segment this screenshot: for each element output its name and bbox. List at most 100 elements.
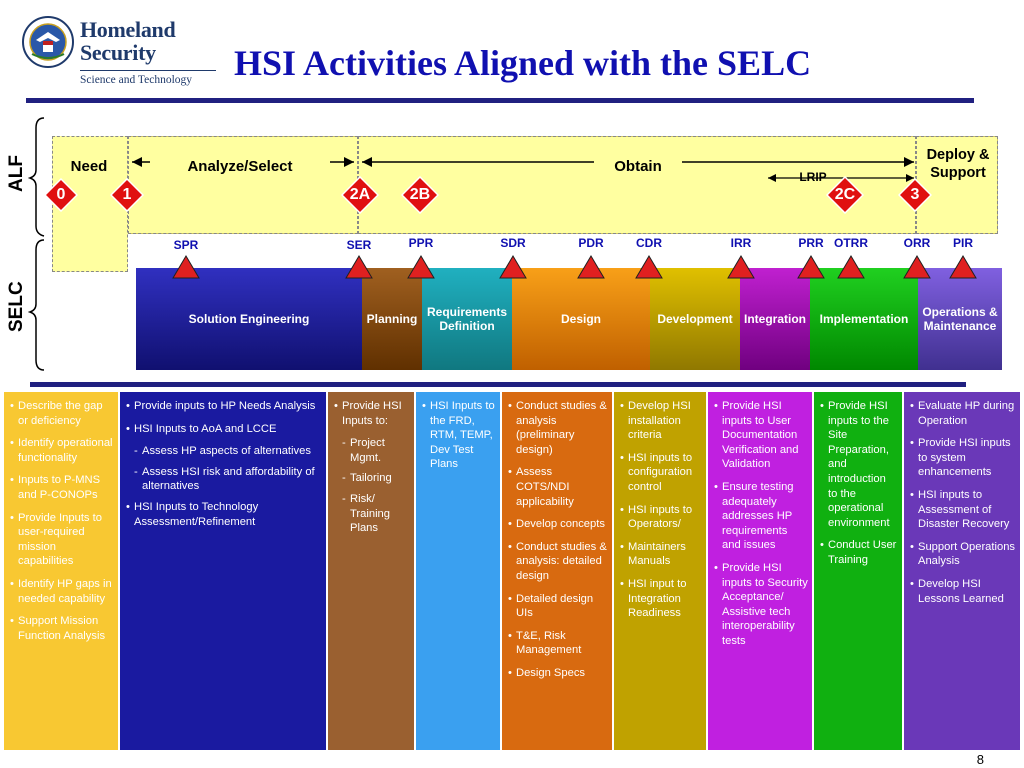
- diamond-icon: [897, 177, 933, 213]
- phase-integration: Integration: [740, 268, 810, 370]
- logo-divider: [80, 70, 216, 71]
- diamond-icon: [340, 175, 380, 215]
- title-divider: [26, 98, 974, 103]
- review-ppr: PPR: [398, 236, 444, 285]
- hsi-column-development: Develop HSI installation criteriaHSI inp…: [614, 392, 706, 750]
- activity-item: Provide HSI inputs to system enhancement…: [910, 436, 1016, 480]
- hsi-column-planning: Provide HSI Inputs to:Project Mgmt.Tailo…: [328, 392, 414, 750]
- hsi-column-need: Describe the gap or deficiencyIdentify o…: [4, 392, 118, 750]
- activity-item: Inputs to P-MNS and P-CONOPs: [10, 473, 114, 502]
- diamond-icon: [43, 177, 79, 213]
- logo-line-1: Homeland: [80, 17, 176, 42]
- activity-item: Evaluate HP during Operation: [910, 399, 1016, 428]
- activity-item: Describe the gap or deficiency: [10, 399, 114, 428]
- analyze-column: [128, 136, 358, 234]
- triangle-icon: [797, 255, 825, 279]
- hsi-column-operations: Evaluate HP during OperationProvide HSI …: [904, 392, 1020, 750]
- alf-selc-diagram: ALF SELC Need Analyze/Select Obtain Depl…: [0, 110, 1024, 380]
- review-otrr: OTRR: [828, 236, 874, 285]
- review-ser: SER: [336, 238, 382, 285]
- activity-item: Project Mgmt.: [334, 436, 410, 465]
- activity-item: Develop HSI installation criteria: [620, 399, 702, 443]
- activity-item: Conduct studies & analysis: detailed des…: [508, 540, 608, 584]
- review-ppr-label: PPR: [408, 236, 434, 250]
- phase-implementation: Implementation: [810, 268, 918, 370]
- review-pir-label: PIR: [952, 236, 973, 250]
- activity-item: Assess HP aspects of alternatives: [126, 444, 322, 459]
- section-divider: [30, 382, 966, 387]
- review-prr: PRR: [788, 236, 834, 285]
- review-sdr-label: SDR: [500, 236, 526, 250]
- activity-item: Conduct studies & analysis (preliminary …: [508, 399, 608, 457]
- activity-item: T&E, Risk Management: [508, 629, 608, 658]
- review-orr-label: ORR: [903, 236, 931, 250]
- review-orr: ORR: [894, 236, 940, 285]
- activity-item: HSI inputs to Assessment of Disaster Rec…: [910, 488, 1016, 532]
- activity-item: Provide HSI inputs to User Documentation…: [714, 399, 808, 472]
- activity-item: Provide inputs to HP Needs Analysis: [126, 399, 322, 414]
- activity-item: Identify HP gaps in needed capability: [10, 577, 114, 606]
- triangle-icon: [727, 255, 755, 279]
- activity-item: Identify operational functionality: [10, 436, 114, 465]
- milestone-1-label: 1: [122, 186, 132, 203]
- review-ser-label: SER: [346, 238, 372, 252]
- activity-item: Assess HSI risk and affordability of alt…: [126, 465, 322, 494]
- hsi-column-implementation: Provide HSI inputs to the Site Preparati…: [814, 392, 902, 750]
- triangle-icon: [407, 255, 435, 279]
- dhs-logo: Homeland Security Science and Technology: [22, 14, 216, 94]
- activity-item: HSI Inputs to the FRD, RTM, TEMP, Dev Te…: [422, 399, 496, 472]
- milestone-1: 1: [109, 177, 145, 213]
- triangle-icon: [577, 255, 605, 279]
- review-spr-label: SPR: [173, 238, 199, 252]
- activity-item: HSI input to Integration Readiness: [620, 577, 702, 621]
- milestone-2a-label: 2A: [349, 186, 371, 203]
- milestone-0-label: 0: [56, 186, 66, 203]
- diamond-icon: [825, 175, 865, 215]
- hsi-column-analyze: Provide inputs to HP Needs AnalysisHSI I…: [120, 392, 326, 750]
- activity-item: Provide Inputs to user-required mission …: [10, 511, 114, 569]
- hsi-column-integration: Provide HSI inputs to User Documentation…: [708, 392, 812, 750]
- alf-deploy-label: Deploy & Support: [926, 147, 990, 181]
- activity-item: Ensure testing adequately addresses HP r…: [714, 480, 808, 553]
- alf-analyze-label: Analyze/Select: [150, 158, 330, 175]
- activity-item: Risk/ Training Plans: [334, 492, 410, 536]
- phase-operations-maintenance: Operations & Maintenance: [918, 268, 1002, 370]
- alf-obtain-label: Obtain: [594, 158, 682, 175]
- milestone-2b: 2B: [400, 175, 440, 215]
- review-cdr: CDR: [626, 236, 672, 285]
- milestone-2a: 2A: [340, 175, 380, 215]
- review-cdr-label: CDR: [636, 236, 662, 250]
- review-otrr-label: OTRR: [834, 236, 868, 250]
- review-pir: PIR: [940, 236, 986, 285]
- hsi-column-requirements: HSI Inputs to the FRD, RTM, TEMP, Dev Te…: [416, 392, 500, 750]
- activity-item: Support Operations Analysis: [910, 540, 1016, 569]
- review-pdr: PDR: [568, 236, 614, 285]
- diamond-icon: [109, 177, 145, 213]
- diamond-icon: [400, 175, 440, 215]
- review-prr-label: PRR: [798, 236, 824, 250]
- activity-item: Maintainers Manuals: [620, 540, 702, 569]
- milestone-2b-label: 2B: [409, 186, 431, 203]
- phase-solution-engineering: Solution Engineering: [136, 268, 362, 370]
- phase-design: Design: [512, 268, 650, 370]
- activity-item: Develop HSI Lessons Learned: [910, 577, 1016, 606]
- need-column: [52, 136, 128, 272]
- side-bracket-icon: [28, 117, 45, 371]
- dhs-seal-icon: [22, 16, 74, 68]
- phase-planning: Planning: [362, 268, 422, 370]
- activity-item: Conduct User Training: [820, 538, 898, 567]
- logo-line-2: Security: [80, 40, 156, 65]
- activity-item: Provide HSI Inputs to:: [334, 399, 410, 428]
- selc-label: SELC: [6, 281, 27, 332]
- alf-label: ALF: [6, 155, 27, 192]
- activity-item: HSI Inputs to AoA and LCCE: [126, 422, 322, 437]
- alf-need-label: Need: [70, 158, 108, 175]
- activity-item: Provide HSI inputs to Security Acceptanc…: [714, 561, 808, 649]
- triangle-icon: [903, 255, 931, 279]
- lrip-label: LRIP: [799, 170, 827, 184]
- activity-item: Detailed design UIs: [508, 592, 608, 621]
- activity-item: HSI inputs to Operators/: [620, 503, 702, 532]
- activity-item: Develop concepts: [508, 517, 608, 532]
- page-number: 8: [976, 752, 984, 767]
- page-title: HSI Activities Aligned with the SELC: [234, 43, 812, 83]
